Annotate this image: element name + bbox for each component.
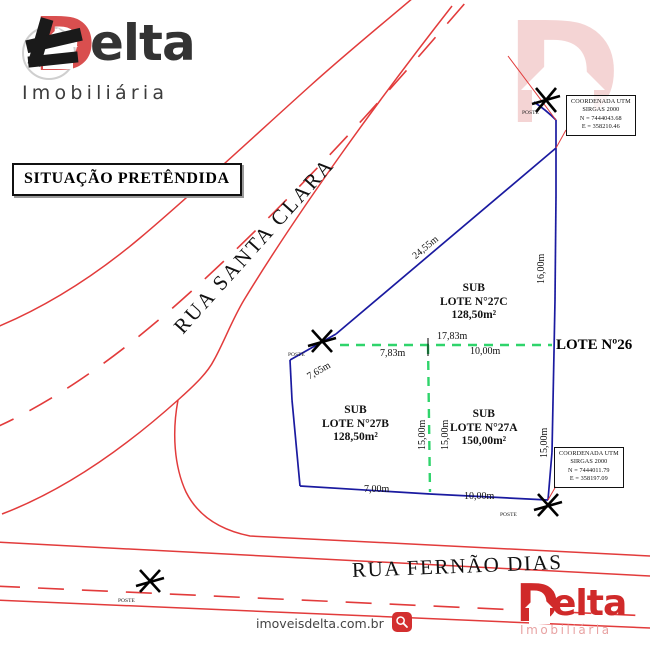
lot-27a-area: 150,00m² [461,435,507,447]
search-icon[interactable] [392,612,412,632]
lot-label-27c: SUB LOTE N°27C 128,50m² [440,282,508,323]
dimension-10-00m-mid: 10,00m [470,346,501,357]
coord-bottom-line1: COORDENADA UTM [559,450,619,457]
coord-bottom-line4: E = 358197.09 [569,475,608,483]
dimension-15-00m-right: 15,00m [539,427,550,458]
lot-label-27b: SUB LOTE N°27B 128,50m² [322,404,389,445]
coordinate-leader-lines [507,55,567,501]
subdivision-lines [340,343,552,493]
pole-label-4: POSTE [118,598,135,604]
parcel-boundary-outline [289,101,557,501]
lot-27a-sub: SUB [472,408,495,420]
lot-27b-area: 128,50m² [333,431,378,443]
footer-logo-house-body-icon [529,607,550,624]
utility-pole-symbol-4 [135,569,165,593]
logo-mark: D [16,8,95,82]
pole-label-2: POSTE [288,352,305,358]
magnifier-glyph [396,616,408,628]
lot-27b-name: LOTE N°27B [322,417,389,430]
coord-top-line1: COORDENADA UTM [571,98,631,105]
coord-bottom-line2: SIRGAS 2000 [570,458,608,466]
lot-label-26: LOTE Nº26 [556,337,633,353]
logo-wordmark: elta [90,14,196,72]
coord-top-line4: E = 358210.46 [581,123,620,131]
road-rua-santa-clara [0,0,650,557]
coordinate-box-bottom: COORDENADA UTM SIRGAS 2000 N = 7444011.7… [554,447,624,488]
delta-watermark-logo: D [505,5,650,145]
lot-27a-name: LOTE N°27A [450,421,518,434]
lot-27c-area: 128,50m² [451,309,497,321]
utility-pole-symbol-2 [307,329,337,353]
drawing-title-box: SITUAÇÃO PRETÊNDIDA [12,163,242,196]
pole-label-1: POSTE [522,110,539,116]
delta-logo-footer: D elta Imobiliária [516,578,646,642]
lot-27c-name: LOTE N°27C [440,295,508,308]
utility-pole-symbol-3 [533,493,563,517]
dimension-15-00m-inner-b: 15,00m [417,419,428,450]
footer-logo-house-roof-icon [525,594,553,608]
dimension-7-00m: 7,00m [364,484,390,495]
footer-logo-tagline: Imobiliária [520,623,612,637]
website-url-label[interactable]: imoveisdelta.com.br [256,616,384,631]
coord-top-line2: SIRGAS 2000 [582,106,620,114]
dimension-7-83m: 7,83m [380,348,406,359]
coord-top-line3: N = 7444043.68 [579,114,622,122]
dimension-10-00m-bottom: 10,00m [464,491,495,502]
coordinate-box-top: COORDENADA UTM SIRGAS 2000 N = 7444043.6… [566,95,636,136]
coord-bottom-line3: N = 7444011.79 [568,466,610,474]
lot-27b-sub: SUB [344,404,367,416]
dimension-16-00m: 16,00m [536,253,547,284]
footer-logo-wordmark: elta [552,583,627,624]
pole-label-3: POSTE [500,512,517,518]
logo-tagline: Imobiliária [22,82,169,104]
dimension-15-00m-inner-a: 15,00m [440,419,451,450]
utility-pole-symbol-1 [531,87,561,113]
dimension-17-83m: 17,83m [437,331,468,342]
delta-logo-header: D elta Imobiliária [10,8,225,106]
watermark-house-roof-icon [521,48,605,90]
lot-label-27a: SUB LOTE N°27A 150,00m² [450,408,518,449]
lot-27c-sub: SUB [462,282,485,294]
